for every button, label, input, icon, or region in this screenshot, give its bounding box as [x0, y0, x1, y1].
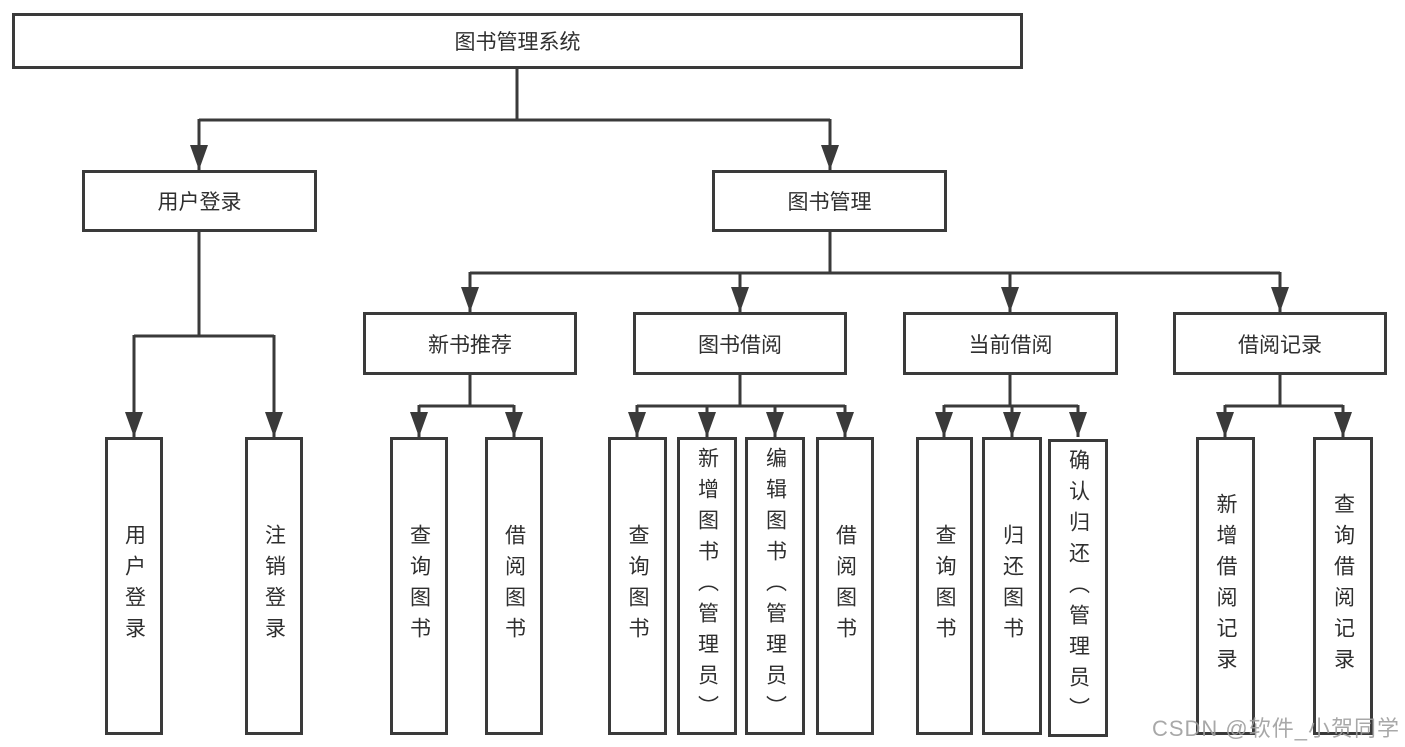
- csdn-watermark: CSDN @软件_小贺同学: [1151, 716, 1400, 741]
- node-new-book-recommend: 新书推荐: [363, 312, 577, 375]
- leaf-logout: 注销登录: [245, 437, 303, 735]
- leaf-borrow-edit-book-admin: 编辑图书（管理员）: [745, 437, 805, 735]
- leaf-current-return-books: 归还图书: [982, 437, 1042, 735]
- leaf-records-query-record: 查询借阅记录: [1313, 437, 1373, 735]
- leaf-borrow-query-books: 查询图书: [608, 437, 667, 735]
- node-book-borrow: 图书借阅: [633, 312, 847, 375]
- node-current-borrow: 当前借阅: [903, 312, 1118, 375]
- leaf-recommend-query-books: 查询图书: [390, 437, 448, 735]
- leaf-recommend-borrow-books: 借阅图书: [485, 437, 543, 735]
- leaf-current-query-books: 查询图书: [916, 437, 973, 735]
- leaf-borrow-borrow-books: 借阅图书: [816, 437, 874, 735]
- leaf-current-confirm-return-admin: 确认归还（管理员）: [1048, 439, 1108, 737]
- leaf-user-login: 用户登录: [105, 437, 163, 735]
- leaf-records-add-record: 新增借阅记录: [1196, 437, 1255, 735]
- node-borrow-records: 借阅记录: [1173, 312, 1387, 375]
- node-user-login: 用户登录: [82, 170, 317, 232]
- leaf-borrow-add-book-admin: 新增图书（管理员）: [677, 437, 737, 735]
- node-book-management: 图书管理: [712, 170, 947, 232]
- node-root: 图书管理系统: [12, 13, 1023, 69]
